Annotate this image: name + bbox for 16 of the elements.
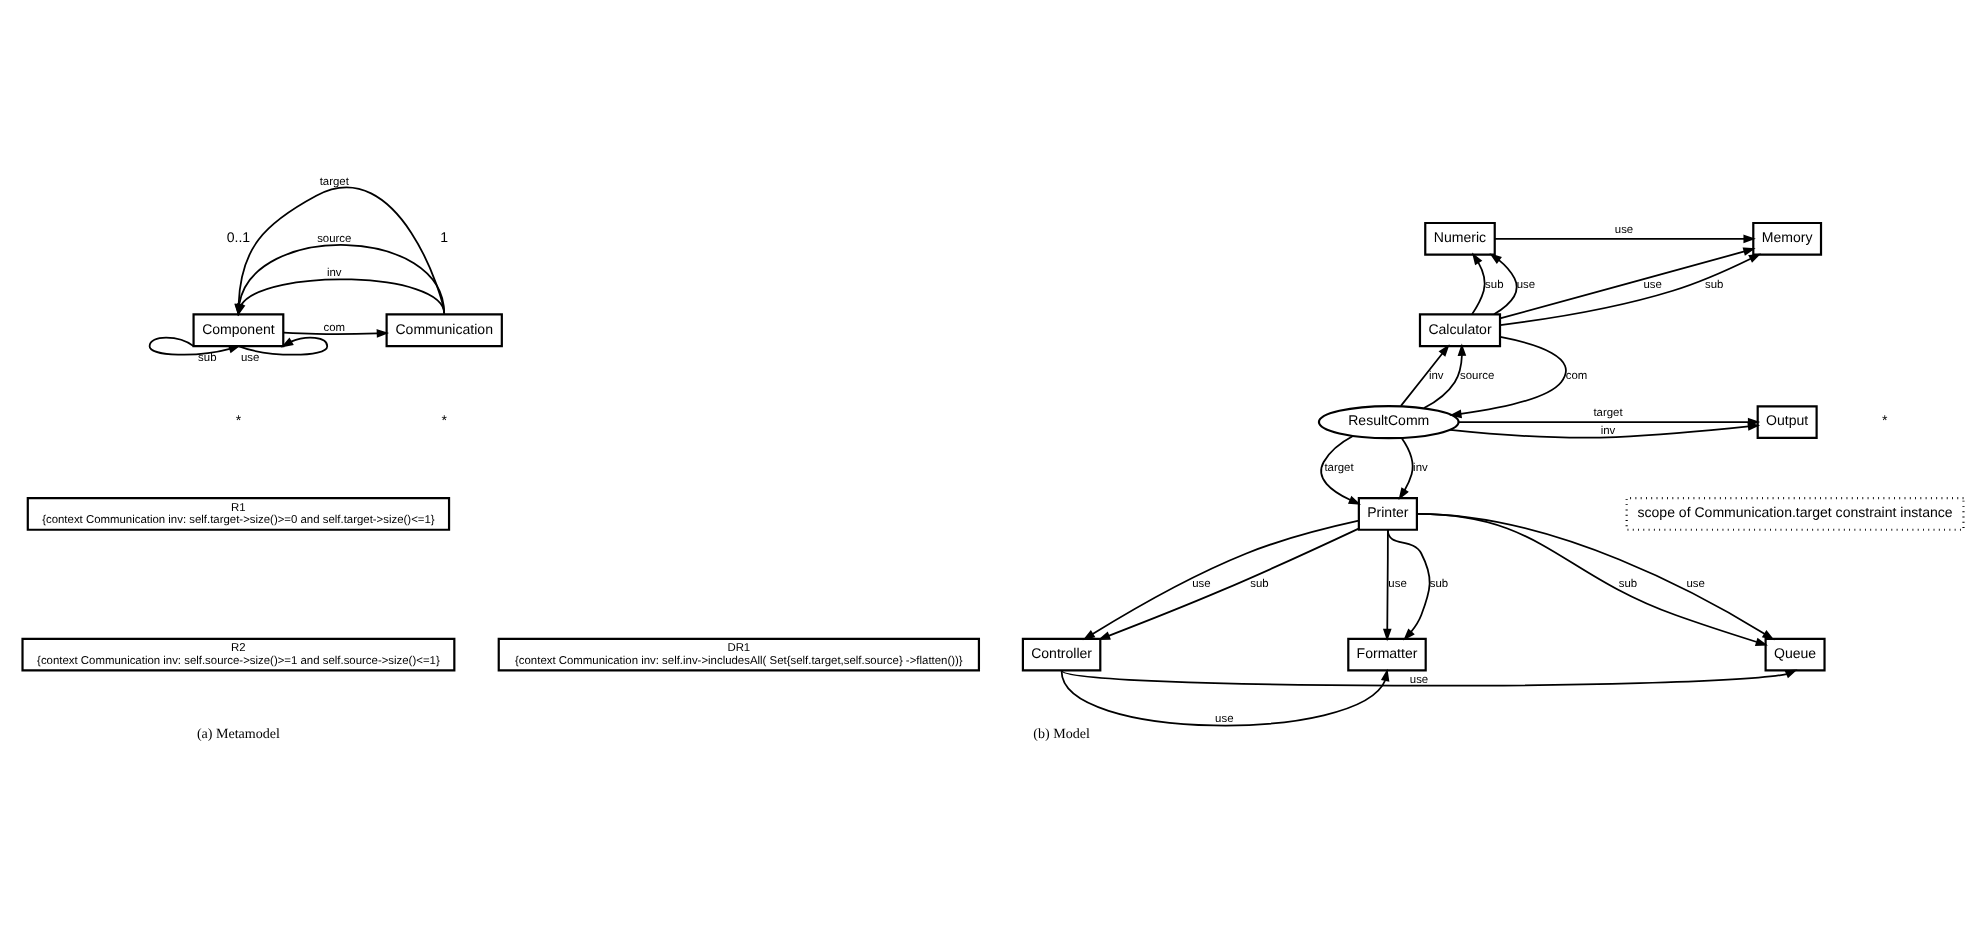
arrow <box>1488 253 1517 316</box>
arrow <box>281 329 389 338</box>
arrow <box>1448 336 1566 419</box>
arrow <box>1397 437 1413 501</box>
arrow <box>1493 234 1755 244</box>
arrow <box>1059 668 1389 727</box>
arrow <box>1470 252 1485 316</box>
arrow <box>1059 669 1797 687</box>
arrow <box>236 336 328 356</box>
arrow <box>1386 528 1430 641</box>
arrow <box>1422 343 1466 409</box>
arrow <box>236 278 445 317</box>
arrow <box>1399 344 1449 407</box>
arrow <box>1448 422 1760 439</box>
arrow <box>1381 528 1391 642</box>
arrow <box>1319 435 1360 505</box>
